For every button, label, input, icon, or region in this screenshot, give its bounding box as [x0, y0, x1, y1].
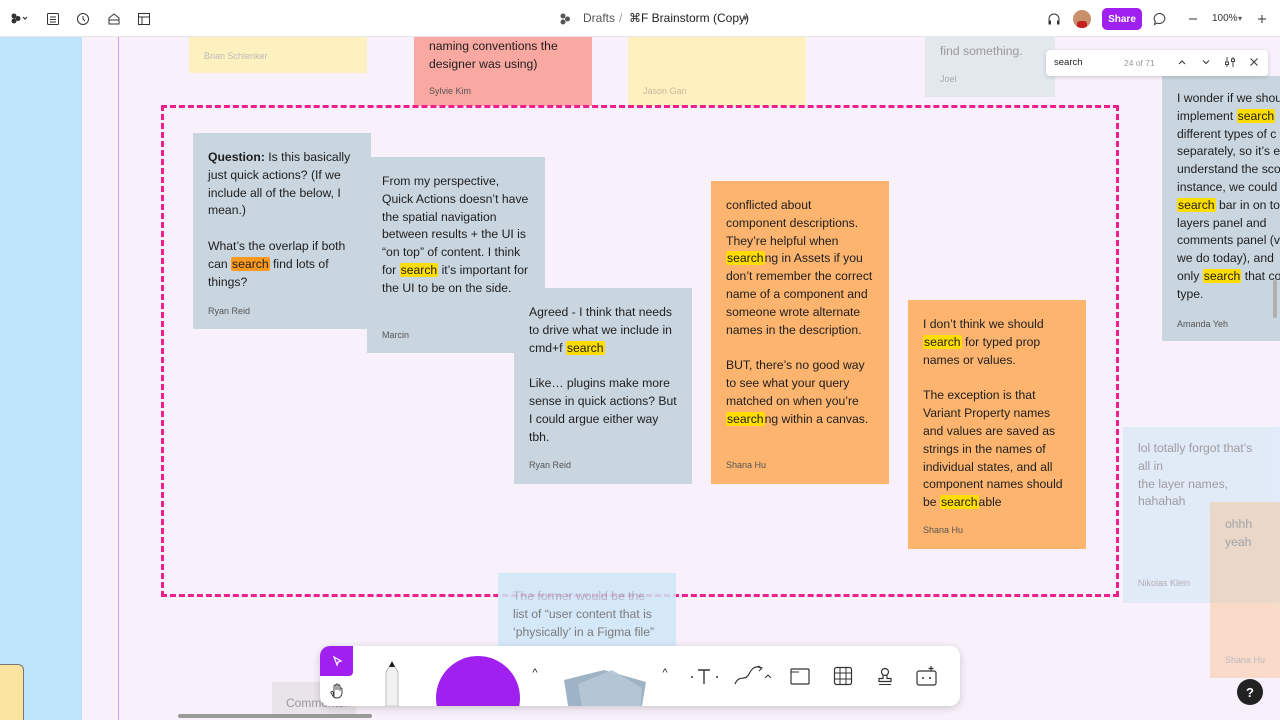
sticky-author: Nikolas Klein — [1138, 578, 1191, 588]
sticky-author: Shana Hu — [1225, 655, 1266, 665]
sticky-text: Like… plugins make more sense in quick a… — [529, 376, 677, 444]
sticky-author: Joel — [940, 74, 957, 84]
text-icon[interactable] — [690, 666, 720, 688]
file-type-icon — [555, 9, 575, 29]
sticky-author: Ryan Reid — [208, 306, 251, 316]
stamp-icon[interactable] — [873, 665, 897, 687]
history-icon[interactable] — [73, 9, 93, 29]
search-highlight: search — [726, 411, 765, 426]
audio-icon[interactable] — [1044, 9, 1064, 29]
search-highlight: search — [399, 262, 439, 277]
sticky-text: The exception is that Variant Property n… — [923, 388, 1063, 510]
hand-tool-icon[interactable] — [326, 680, 348, 702]
connector-icon[interactable] — [732, 664, 772, 688]
offscreen-section-blue — [0, 37, 82, 720]
filter-icon[interactable] — [1223, 55, 1237, 69]
sticky-text: naming conventions the designer was usin… — [429, 39, 558, 71]
search-highlight: search — [923, 334, 962, 349]
breadcrumb-drafts[interactable]: Drafts — [583, 11, 616, 25]
sticky-author: Brian Schlenker — [204, 51, 268, 61]
sticky-text: From my perspective, Quick Actions doesn… — [382, 174, 529, 295]
table-icon[interactable] — [831, 665, 855, 687]
offscreen-sticky[interactable] — [0, 664, 24, 720]
vertical-scrollbar[interactable] — [1273, 280, 1277, 318]
sticky-note[interactable]: conflicted about component descriptions.… — [711, 181, 889, 484]
move-tool-icon[interactable] — [320, 646, 353, 676]
plus-icon[interactable] — [1252, 9, 1272, 29]
share-button[interactable]: Share — [1102, 8, 1142, 30]
layout-icon[interactable] — [134, 9, 154, 29]
chevron-up-icon[interactable] — [1175, 55, 1189, 69]
figma-menu-icon[interactable] — [8, 9, 28, 29]
close-icon[interactable] — [1247, 55, 1261, 69]
sticky-text: BUT, there’s no good way to see what you… — [726, 358, 869, 426]
match-count: 24 of 71 — [1124, 58, 1155, 68]
sticky-note[interactable]: I don’t think we should search for typed… — [908, 300, 1086, 549]
shape-icon[interactable] — [436, 656, 520, 706]
search-highlight: search — [1236, 108, 1276, 123]
search-highlight: search — [565, 340, 605, 355]
sticky-text: find something. — [940, 44, 1023, 58]
breadcrumb-separator: / — [619, 11, 623, 25]
find-bar: search 24 of 71 — [1046, 50, 1268, 76]
sticky-icon[interactable] — [560, 656, 650, 706]
sticky-text: Question: Is this basically just quick a… — [208, 150, 351, 218]
sticky-note[interactable]: naming conventions the designer was usin… — [414, 37, 592, 106]
sticky-author: Sylvie Kim — [429, 86, 472, 96]
search-highlight: search — [1177, 197, 1216, 212]
widget-icon[interactable] — [914, 664, 940, 688]
sticky-text: Agreed - I think that needs to drive wha… — [529, 305, 672, 355]
library-icon[interactable] — [104, 9, 124, 29]
sticky-text: The former would be the list of “user co… — [513, 589, 655, 639]
avatar[interactable] — [1073, 10, 1091, 28]
zoom-chevron-icon[interactable]: ▾ — [1238, 14, 1243, 23]
search-highlight: search — [1202, 268, 1242, 283]
sticky-note[interactable]: I wonder if we shou implement search dif… — [1162, 76, 1280, 341]
marker-icon[interactable] — [380, 654, 404, 706]
chevron-down-icon[interactable] — [1199, 55, 1213, 69]
section-icon[interactable] — [788, 665, 812, 687]
help-button[interactable]: ? — [1237, 679, 1263, 705]
search-highlight-active: search — [231, 256, 270, 271]
sticky-note[interactable]: lol totally forgot that’s all in the lay… — [1123, 427, 1280, 603]
sticky-text: conflicted about component descriptions.… — [726, 198, 873, 337]
sticky-author: Jason Gan — [643, 86, 687, 96]
chevron-up-icon[interactable]: ^ — [532, 667, 538, 679]
section-edge-line — [118, 37, 119, 720]
sticky-text: I wonder if we shou implement search dif… — [1177, 91, 1280, 301]
sticky-note[interactable]: Agreed - I think that needs to drive wha… — [514, 288, 692, 484]
sticky-text: What’s the overlap if both can search fi… — [208, 239, 346, 289]
chevron-up-icon[interactable]: ^ — [662, 667, 668, 679]
sticky-note[interactable]: Brian Schlenker — [189, 37, 367, 73]
sticky-note[interactable]: Question: Is this basically just quick a… — [193, 133, 371, 329]
sticky-text: lol totally forgot that’s all in the lay… — [1138, 441, 1253, 509]
search-highlight: search — [726, 251, 765, 266]
search-input[interactable]: search — [1054, 57, 1083, 68]
pages-icon[interactable] — [43, 9, 63, 29]
horizontal-scrollbar[interactable] — [178, 714, 372, 718]
bottom-toolbar: ^ ^ — [320, 646, 960, 706]
sticky-author: Shana Hu — [726, 460, 767, 470]
sticky-text: ohhh yeah — [1225, 517, 1253, 549]
sticky-note[interactable]: find something. Joel — [925, 37, 1055, 97]
top-bar: Drafts / ⌘F Brainstorm (Copy) ▾ Share 10… — [0, 0, 1280, 37]
minus-icon[interactable] — [1183, 9, 1203, 29]
sticky-author: Ryan Reid — [529, 460, 572, 470]
sticky-note[interactable]: Jason Gan — [628, 37, 806, 106]
sticky-author: Marcin — [382, 330, 410, 340]
sticky-author: Amanda Yeh — [1177, 319, 1229, 329]
zoom-level[interactable]: 100% — [1212, 13, 1238, 24]
file-name[interactable]: ⌘F Brainstorm (Copy) — [629, 11, 750, 25]
comment-icon[interactable] — [1150, 9, 1170, 29]
sticky-note[interactable]: From my perspective, Quick Actions doesn… — [367, 157, 545, 353]
chevron-down-icon[interactable]: ▾ — [743, 13, 748, 23]
sticky-note[interactable]: The former would be the list of “user co… — [498, 573, 676, 653]
sticky-note[interactable]: ohhh yeah Shana Hu — [1210, 502, 1280, 678]
sticky-author: Shana Hu — [923, 525, 964, 535]
search-highlight: search — [939, 495, 979, 510]
sticky-text: I don’t think we should search for typed… — [923, 317, 1044, 367]
